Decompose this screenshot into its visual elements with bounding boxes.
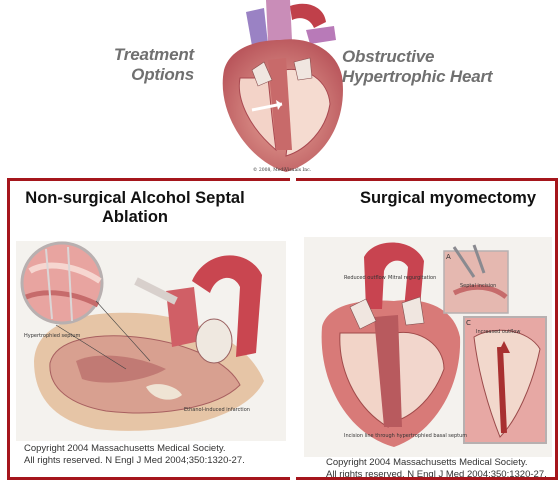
medivisuals-credit: © 2008, MediVisuals Inc. <box>252 168 312 173</box>
septal-ablation-illustration: Hypertrophied septum Ethanol-induced inf… <box>16 241 286 441</box>
ethanol-infarction-label: Ethanol-induced infarction <box>184 407 250 413</box>
alcohol-septal-ablation-title: Non-surgical Alcohol Septal Ablation <box>25 189 245 226</box>
myomectomy-illustration: Reduced outflow Mitral regurgitation Sep… <box>304 237 552 457</box>
left-copyright-line-1: Copyright 2004 Massachusetts Medical Soc… <box>24 443 226 454</box>
hypertrophied-septum-label: Hypertrophied septum <box>24 333 81 339</box>
right-copyright: Copyright 2004 Massachusetts Medical Soc… <box>326 457 547 480</box>
obstructive-heart-caption: Obstructive Hypertrophic Heart <box>342 47 493 86</box>
septal-incision-label: Septal incision <box>460 283 496 289</box>
right-copyright-line-2: All rights reserved. N Engl J Med 2004;3… <box>326 469 547 480</box>
left-copyright: Copyright 2004 Massachusetts Medical Soc… <box>24 443 245 467</box>
panel-a-label: A <box>446 253 451 261</box>
reduced-outflow-label: Reduced outflow <box>344 275 386 281</box>
incision-line-label: Incision line through hypertrophied basa… <box>344 433 467 439</box>
obstructive-heart-illustration <box>206 0 352 178</box>
alcohol-septal-ablation-panel: Non-surgical Alcohol Septal Ablation Hyp… <box>7 178 290 480</box>
left-copyright-line-2: All rights reserved. N Engl J Med 2004;3… <box>24 455 245 466</box>
surgical-myomectomy-panel: Surgical myomectomy Reduced outflow Mitr… <box>296 178 558 480</box>
right-copyright-line-1: Copyright 2004 Massachusetts Medical Soc… <box>326 457 528 468</box>
surgical-myomectomy-title: Surgical myomectomy <box>359 189 537 207</box>
treatment-options-caption: Treatment Options <box>113 45 194 84</box>
panel-c-label: C <box>466 319 471 327</box>
increased-outflow-label: Increased outflow <box>476 329 520 335</box>
mitral-regurgitation-label: Mitral regurgitation <box>388 275 436 281</box>
